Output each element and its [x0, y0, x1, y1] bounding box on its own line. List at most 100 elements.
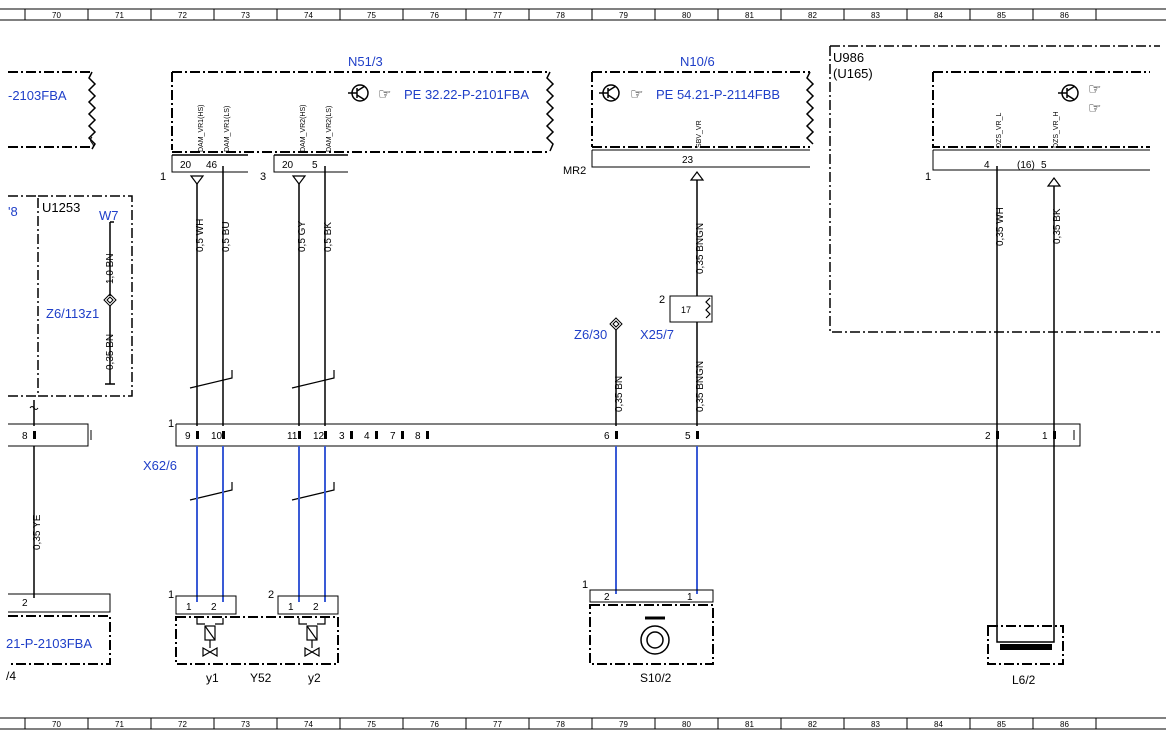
ruler-top-label: 70: [52, 11, 61, 20]
ruler-top-label: 75: [367, 11, 376, 20]
n51-3-id[interactable]: N51/3: [348, 54, 383, 69]
ruler-top-label: 78: [556, 11, 565, 20]
l6-2-module: [987, 614, 1064, 665]
wire-label-bu05: 0,5 BU: [221, 221, 232, 252]
ruler-top-label: 73: [241, 11, 250, 20]
x62-conn-1: 1: [168, 418, 174, 430]
n51-3-ref[interactable]: PE 32.22-P-2101FBA: [404, 87, 529, 102]
x25-7-id[interactable]: X25/7: [640, 327, 674, 342]
n10-6-ref[interactable]: PE 54.21-P-2114FBB: [656, 87, 780, 102]
x62-pin-label: 12: [313, 431, 325, 442]
u1253-w7[interactable]: W7: [99, 208, 119, 223]
wire-label-gy05: 0,5 GY: [297, 221, 308, 252]
u1253-z6[interactable]: Z6/113z1: [46, 306, 99, 321]
ruler-bottom-label: 76: [430, 720, 439, 729]
hand-pointer-icon: ☞: [630, 86, 643, 103]
x62-6-connector: [8, 423, 1081, 447]
y52-pin-1b: 1: [288, 602, 294, 613]
ruler-bottom-label: 86: [1060, 720, 1069, 729]
x62-pin-contact: [33, 431, 36, 439]
wires-blue: [196, 446, 698, 602]
x62-pin-contact: [696, 431, 699, 439]
u986-conn-1: 1: [925, 171, 931, 183]
hand-pointer-icon: ☞: [1088, 100, 1101, 117]
ruler-bottom-label: 80: [682, 720, 691, 729]
ruler-top-label: 84: [934, 11, 943, 20]
x62-pin-label: 6: [604, 431, 610, 442]
u1253-wire-top: 1,0 BN: [105, 253, 116, 284]
s10-2-module: [589, 589, 714, 665]
x62-6-id[interactable]: X62/6: [143, 458, 177, 473]
x62-pin-label: 2: [985, 431, 991, 442]
u986-pin-4: 4: [984, 160, 990, 171]
x62-pin-label: 10: [211, 431, 223, 442]
x62-pin-label: 9: [185, 431, 191, 442]
ruler-top-label: 82: [808, 11, 817, 20]
y52-id[interactable]: Y52: [250, 671, 272, 685]
x62-pin-label: 3: [339, 431, 345, 442]
left-bottom-edge: /4: [6, 669, 16, 683]
x62-pin-contact: [401, 431, 404, 439]
ruler-bottom-label: 78: [556, 720, 565, 729]
s10-2-pin-2: 2: [604, 592, 610, 603]
u1253-wire: [109, 221, 114, 384]
wires-black: [33, 166, 1055, 614]
ruler-bottom-label: 74: [304, 720, 313, 729]
pin-name-dzs-vr-l: DZS_VR_L: [996, 112, 1003, 148]
x62-pin-label: 8: [415, 431, 421, 442]
l6-2-id[interactable]: L6/2: [1012, 673, 1036, 687]
y52-conn-1: 1: [168, 589, 174, 601]
ruler-bottom-label: 85: [997, 720, 1006, 729]
y52-pin-2b: 2: [313, 602, 319, 613]
ruler-top-label: 72: [178, 11, 187, 20]
n10-6-module: [591, 71, 815, 168]
ruler-bottom-label: 77: [493, 720, 502, 729]
n51-pin-46: 46: [206, 160, 218, 171]
wire-label-bn035: 0,35 BN: [614, 376, 625, 412]
ruler-bottom-label: 84: [934, 720, 943, 729]
sensor-element-icon: [1000, 644, 1052, 650]
y52-module: [175, 595, 339, 665]
y52-pin-2a: 2: [211, 602, 217, 613]
wire-label-wh035: 0,35 WH: [995, 207, 1006, 246]
u986-id[interactable]: U986: [833, 50, 864, 65]
hand-pointer-icon: ☞: [378, 86, 391, 103]
transistor-icon: [599, 84, 620, 102]
y52-pin-1a: 1: [186, 602, 192, 613]
z6-30-id[interactable]: Z6/30: [574, 327, 607, 342]
x62-pin-contact: [426, 431, 429, 439]
x62-pin-contact: [615, 431, 618, 439]
left-bottom-ref[interactable]: 21-P-2103FBA: [6, 636, 92, 651]
wire-label-wh05: 0,5 WH: [195, 219, 206, 252]
x62-pin-contact: [350, 431, 353, 439]
u986-inner: [932, 71, 1150, 171]
splice-icon: [103, 293, 117, 307]
pin-name-dam-vr1-ls: DAM_VR1(LS): [224, 106, 231, 152]
x62-pin-contact: [375, 431, 378, 439]
ruler-top-label: 80: [682, 11, 691, 20]
ruler-top-label: 83: [871, 11, 880, 20]
ruler-bottom-label: 70: [52, 720, 61, 729]
hand-pointer-icon: ☞: [1088, 81, 1101, 98]
u986-outer: [829, 45, 1160, 333]
u1253-id[interactable]: U1253: [42, 200, 80, 215]
pin-name-sbv-vr: SBV_VR: [696, 120, 703, 148]
x62-pin-label: 1: [1042, 431, 1048, 442]
n51-pin-20b: 20: [282, 160, 294, 171]
n10-pin-23: 23: [682, 155, 694, 166]
twist-symbols: [189, 370, 335, 501]
left-top-module: [8, 71, 97, 150]
n10-6-id[interactable]: N10/6: [680, 54, 715, 69]
n51-conn-1: 1: [160, 171, 166, 183]
ruler-top-label: 85: [997, 11, 1006, 20]
valve-icon: [196, 618, 224, 658]
s10-2-id[interactable]: S10/2: [640, 671, 672, 685]
ruler-top-label: 71: [115, 11, 124, 20]
x62-pin-label: 8: [22, 431, 28, 442]
ruler-bottom-label: 71: [115, 720, 124, 729]
left-top-ref[interactable]: -2103FBA: [8, 88, 67, 103]
x62-pin-label: 7: [390, 431, 396, 442]
valve-icon: [298, 618, 326, 658]
pin-name-dam-vr1-hs: DAM_VR1(HS): [198, 105, 205, 152]
